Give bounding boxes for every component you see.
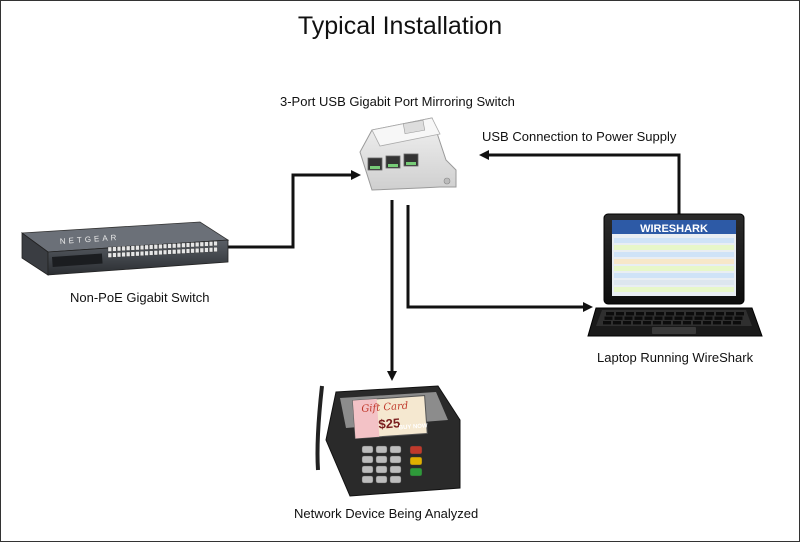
connection-mirror-to-laptop [406,205,593,312]
device-screen-cta: BUY NOW [399,423,429,431]
connection-poe-to-mirror [228,170,361,249]
payment-terminal-icon: Gift Card $25 BUY NOW [315,385,461,497]
device-screen-text: Gift Card [361,401,409,415]
poe-switch-label: Non-PoE Gigabit Switch [70,290,210,305]
network-switch-icon: NETGEAR [20,221,230,276]
mirror-switch-label: 3-Port USB Gigabit Port Mirroring Switch [280,94,515,109]
laptop-label: Laptop Running WireShark [597,350,754,365]
wireshark-logo-text: WIRESHARK [640,223,708,235]
device-screen-price: $25 [378,415,401,431]
diagram-title: Typical Installation [297,12,503,40]
port-mirroring-switch-icon [359,117,457,191]
usb-connection-label: USB Connection to Power Supply [482,129,677,144]
switch-brand-text: NETGEAR [60,233,120,246]
laptop-icon: WIRESHARK [587,213,763,337]
connection-usb-to-mirror [479,150,681,214]
device-label: Network Device Being Analyzed [294,506,479,521]
